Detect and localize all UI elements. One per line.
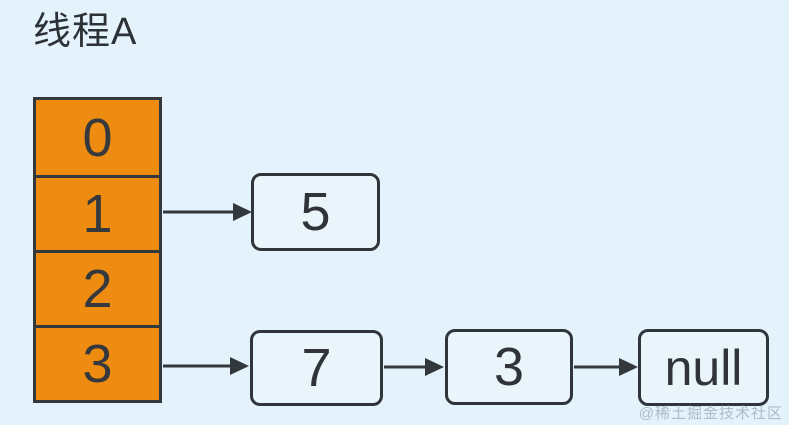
chain-node-7: 7 — [250, 330, 383, 406]
hash-bucket-array: 0 1 2 3 — [33, 97, 162, 403]
watermark: @稀土掘金技术社区 — [638, 405, 783, 422]
diagram-title: 线程A — [33, 11, 138, 53]
chain-node-5: 5 — [251, 173, 380, 251]
chain-node-3: 3 — [445, 329, 573, 405]
arrow-node7-to-node3 — [384, 358, 444, 376]
arrow-node3-to-nodenull — [574, 358, 638, 376]
bucket-cell-1: 1 — [36, 175, 159, 250]
bucket-cell-2: 2 — [36, 250, 159, 325]
arrow-bucket1-to-node5 — [163, 203, 252, 221]
arrow-bucket3-to-node7 — [163, 357, 249, 375]
bucket-cell-3: 3 — [36, 325, 159, 400]
bucket-cell-0: 0 — [82, 107, 113, 168]
chain-node-null: null — [638, 329, 769, 406]
